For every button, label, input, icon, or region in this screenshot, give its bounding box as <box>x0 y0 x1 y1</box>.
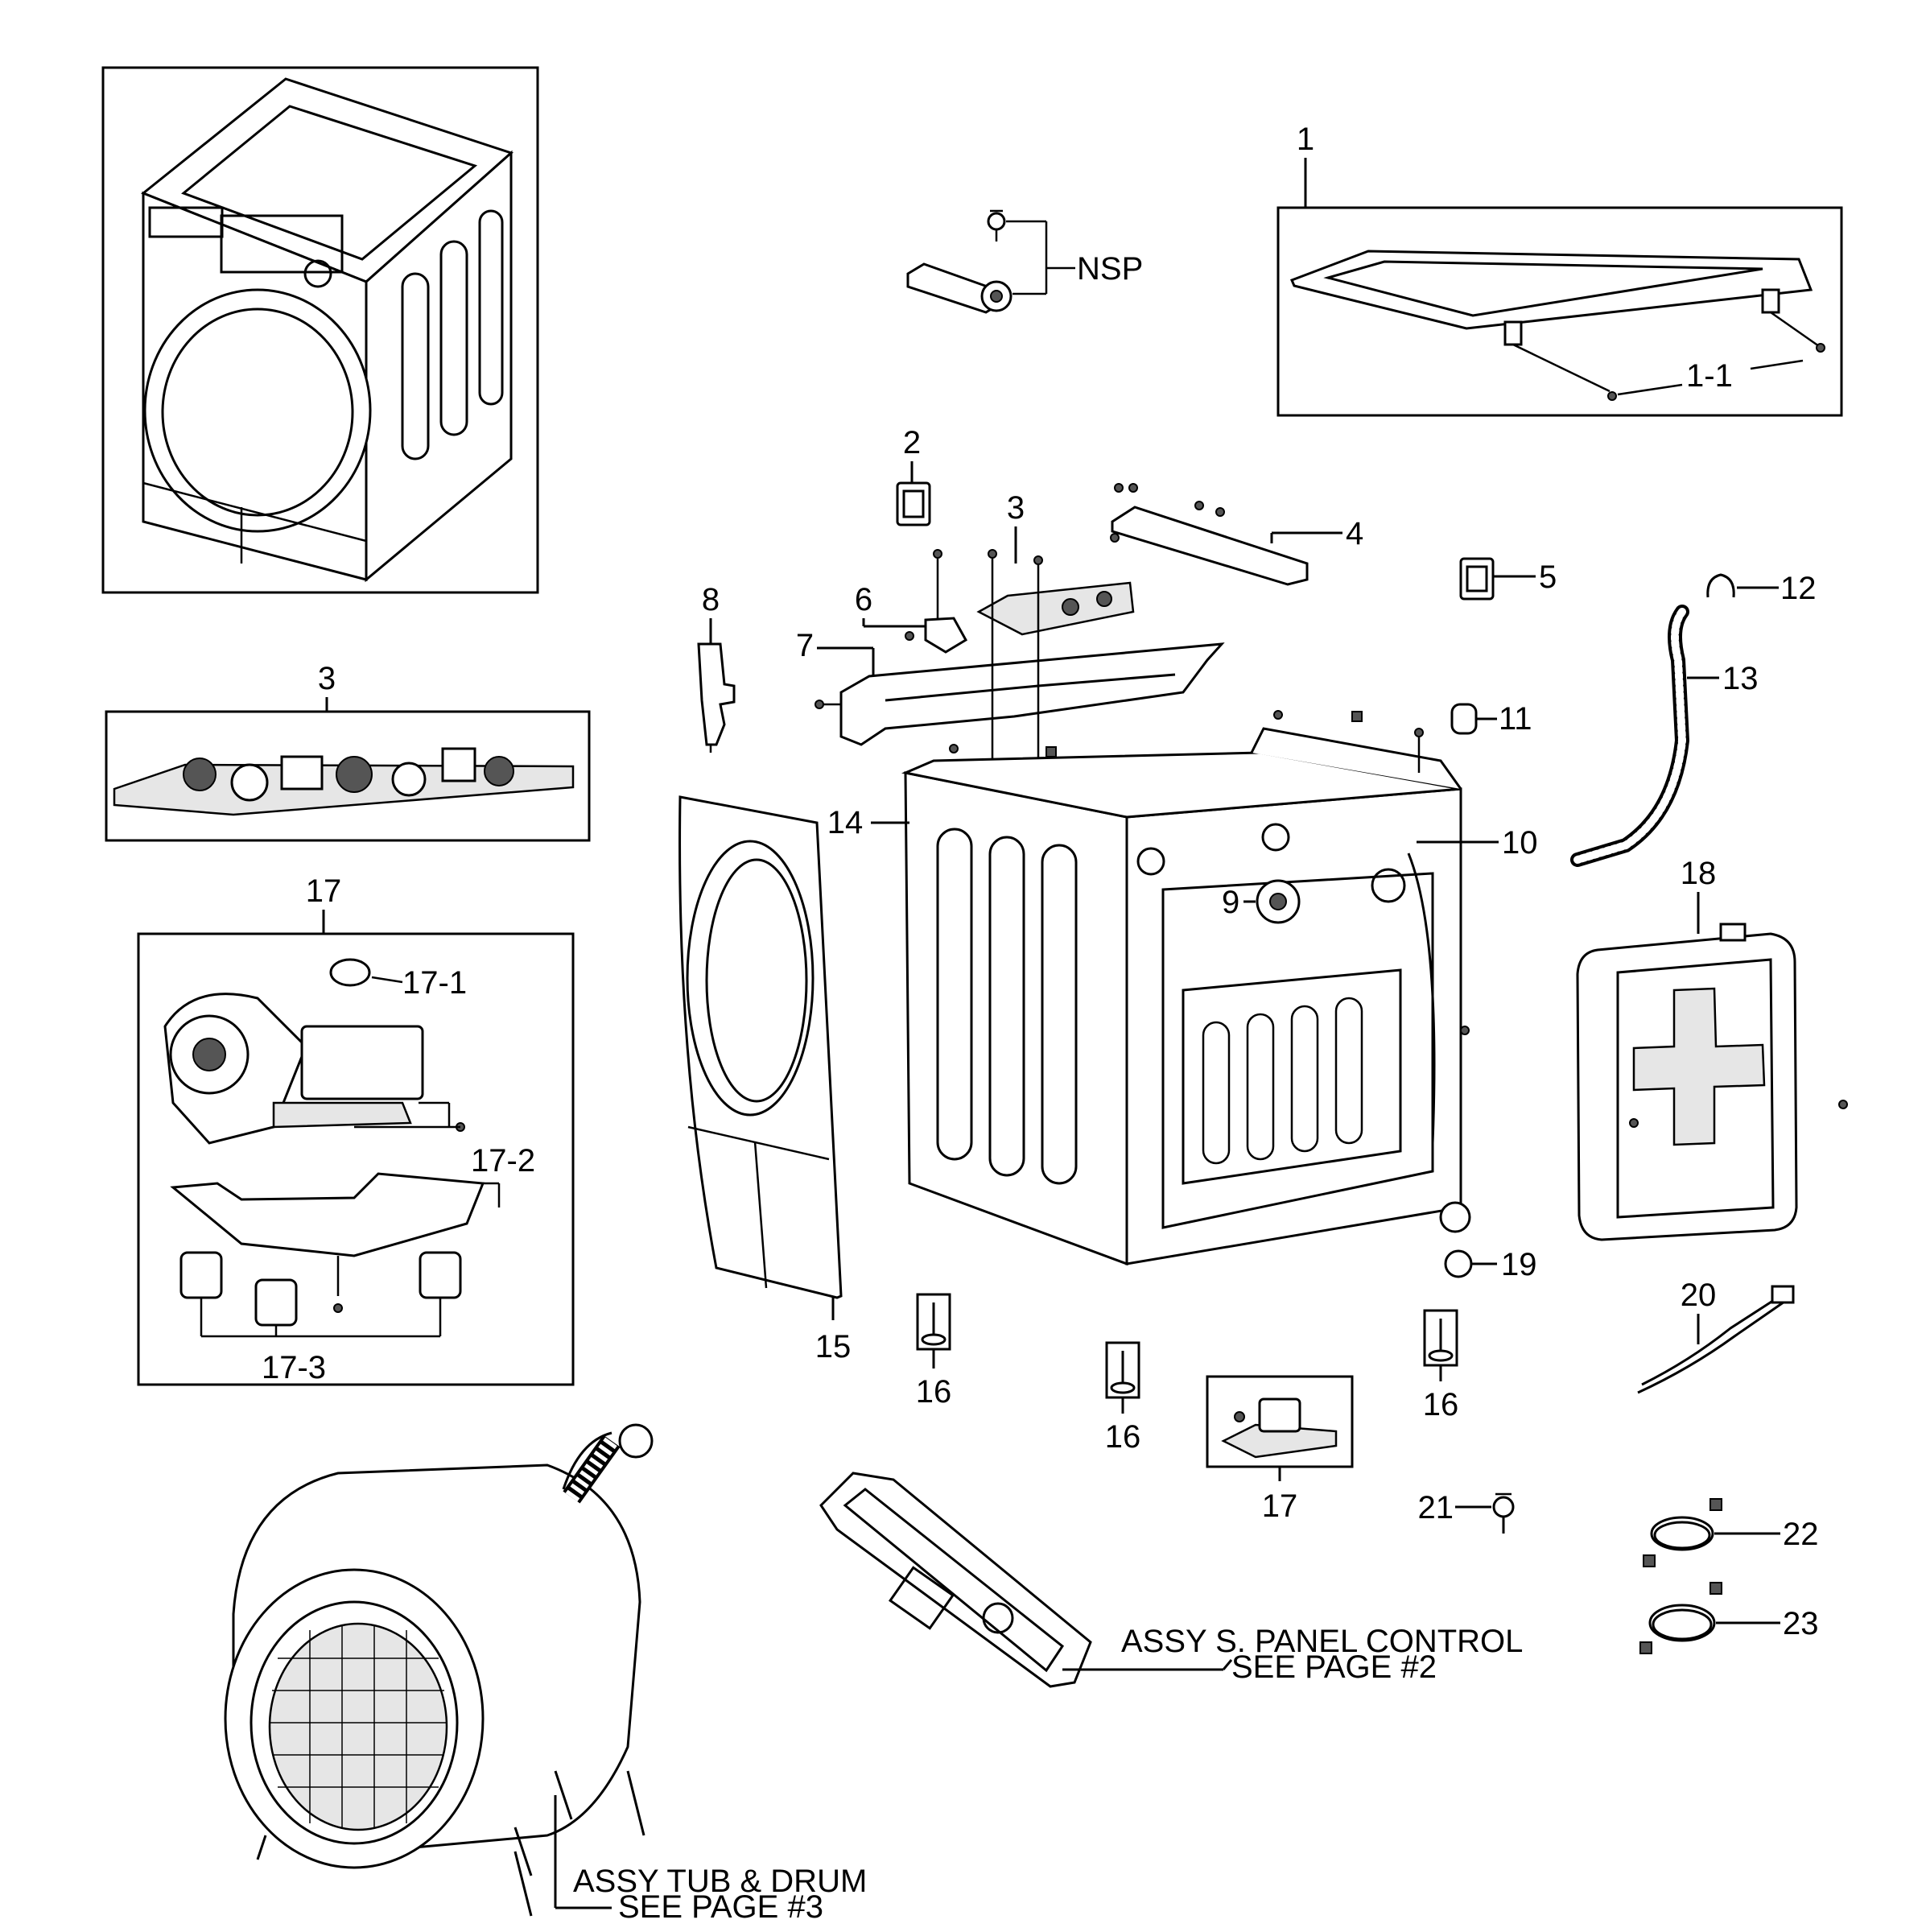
label-11: 11 <box>1499 701 1532 737</box>
cabinet-assembly: 11 14 9 10 19 <box>827 701 1538 1282</box>
label-12: 12 <box>1780 571 1817 606</box>
label-nsp: NSP <box>1077 251 1143 287</box>
label-20: 20 <box>1681 1278 1717 1313</box>
drain-pump-inset: 17 17-1 17-2 17-3 <box>137 873 575 1386</box>
control-panel-assembly: ASSY S. PANEL CONTROL SEE PAGE #2 <box>819 1472 1523 1688</box>
drain-pump-small: 17 <box>1206 1375 1354 1524</box>
label-21: 21 <box>1418 1490 1454 1525</box>
label-6: 6 <box>855 582 872 617</box>
leveling-feet: 16 16 16 <box>916 1293 1459 1455</box>
inlet-hoses: 22 23 <box>1639 1498 1819 1654</box>
front-panel: 15 <box>678 795 852 1364</box>
washer-overview-inset <box>101 66 539 594</box>
label-4: 4 <box>1346 516 1363 551</box>
label-1-1: 1-1 <box>1686 358 1733 394</box>
label-22: 22 <box>1783 1517 1819 1552</box>
panel-callout-line1: ASSY S. PANEL CONTROL <box>1121 1624 1523 1659</box>
label-2: 2 <box>903 425 921 460</box>
label-16-left: 16 <box>916 1374 952 1410</box>
label-9: 9 <box>1222 885 1239 920</box>
nsp-heater-parts: NSP <box>906 209 1143 314</box>
label-17-bottom: 17 <box>1262 1488 1298 1524</box>
panel-callout-line2: SEE PAGE #2 <box>1231 1649 1437 1685</box>
label-8: 8 <box>702 582 720 617</box>
pcb-board-inset: 3 <box>105 661 591 842</box>
part-21: 21 <box>1418 1490 1515 1534</box>
tub-callout-line1: ASSY TUB & DRUM <box>573 1864 867 1899</box>
label-7: 7 <box>796 628 814 663</box>
label-23: 23 <box>1783 1606 1819 1641</box>
pump-seal <box>329 958 371 987</box>
rear-panel: 18 <box>1576 856 1848 1241</box>
label-17-inset: 17 <box>306 873 342 909</box>
label-5: 5 <box>1539 559 1557 595</box>
wire-harness: 20 <box>1637 1278 1795 1394</box>
label-17-3: 17-3 <box>262 1350 326 1385</box>
label-18: 18 <box>1681 856 1717 891</box>
tub-drum-assembly: ASSY TUB & DRUM SEE PAGE #3 <box>224 1423 867 1925</box>
label-1: 1 <box>1297 122 1314 157</box>
label-14: 14 <box>827 805 864 840</box>
label-15: 15 <box>815 1329 852 1364</box>
label-10: 10 <box>1502 825 1538 861</box>
label-16-right: 16 <box>1423 1387 1459 1422</box>
label-19: 19 <box>1501 1247 1537 1282</box>
label-17-1: 17-1 <box>402 965 467 1001</box>
hose-and-clip: 12 13 <box>1570 571 1817 867</box>
top-cover-inset: 1 1-1 <box>1276 122 1843 417</box>
label-3-top: 3 <box>1007 490 1025 526</box>
label-17-2: 17-2 <box>471 1143 535 1179</box>
label-13: 13 <box>1722 661 1759 696</box>
part-19 <box>1439 1201 1471 1233</box>
tub-callout-line2: SEE PAGE #3 <box>618 1889 823 1925</box>
top-assembly-parts: 2 3 4 5 6 7 8 <box>697 425 1557 797</box>
label-3-inset: 3 <box>318 661 336 696</box>
label-16-middle: 16 <box>1105 1419 1141 1455</box>
